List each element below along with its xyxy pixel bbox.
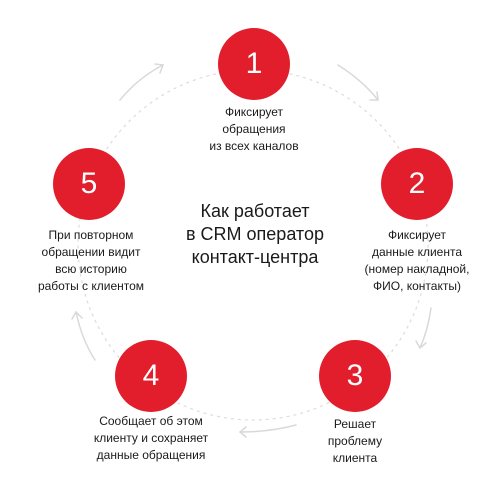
arrow-2-3-head	[415, 340, 427, 350]
step-1-circle: 1	[218, 28, 290, 100]
cycle-arrows	[71, 63, 432, 438]
step-5-text: При повторном обращении видит всю истори…	[37, 228, 145, 293]
cycle-ring	[77, 69, 429, 421]
diagram-title: Как работает в CRM оператор контакт-цент…	[185, 201, 324, 267]
step-3-text: Решает проблему клиента	[327, 417, 383, 465]
step-2-text: Фиксирует данные клиента (номер накладно…	[364, 228, 470, 293]
step-4-circle: 4	[115, 340, 187, 412]
step-5-circle: 5	[53, 148, 125, 220]
arrow-1-2	[337, 64, 379, 101]
arrow-3-4	[239, 424, 297, 433]
step-4-text: Сообщает об этом клиенту и сохраняет дан…	[93, 414, 209, 462]
arrow-3-4-head	[238, 426, 247, 438]
step-1-text: Фиксирует обращения из всех каналов	[209, 105, 299, 153]
arrow-2-3	[419, 307, 432, 349]
step-2-circle: 2	[381, 148, 453, 220]
arrow-5-1	[119, 64, 164, 101]
arrow-5-1-head	[154, 63, 165, 74]
arrow-4-5	[75, 311, 96, 361]
arrow-1-2-head	[369, 91, 379, 101]
step-3-circle: 3	[319, 340, 391, 412]
arrow-4-5-head	[71, 310, 83, 320]
